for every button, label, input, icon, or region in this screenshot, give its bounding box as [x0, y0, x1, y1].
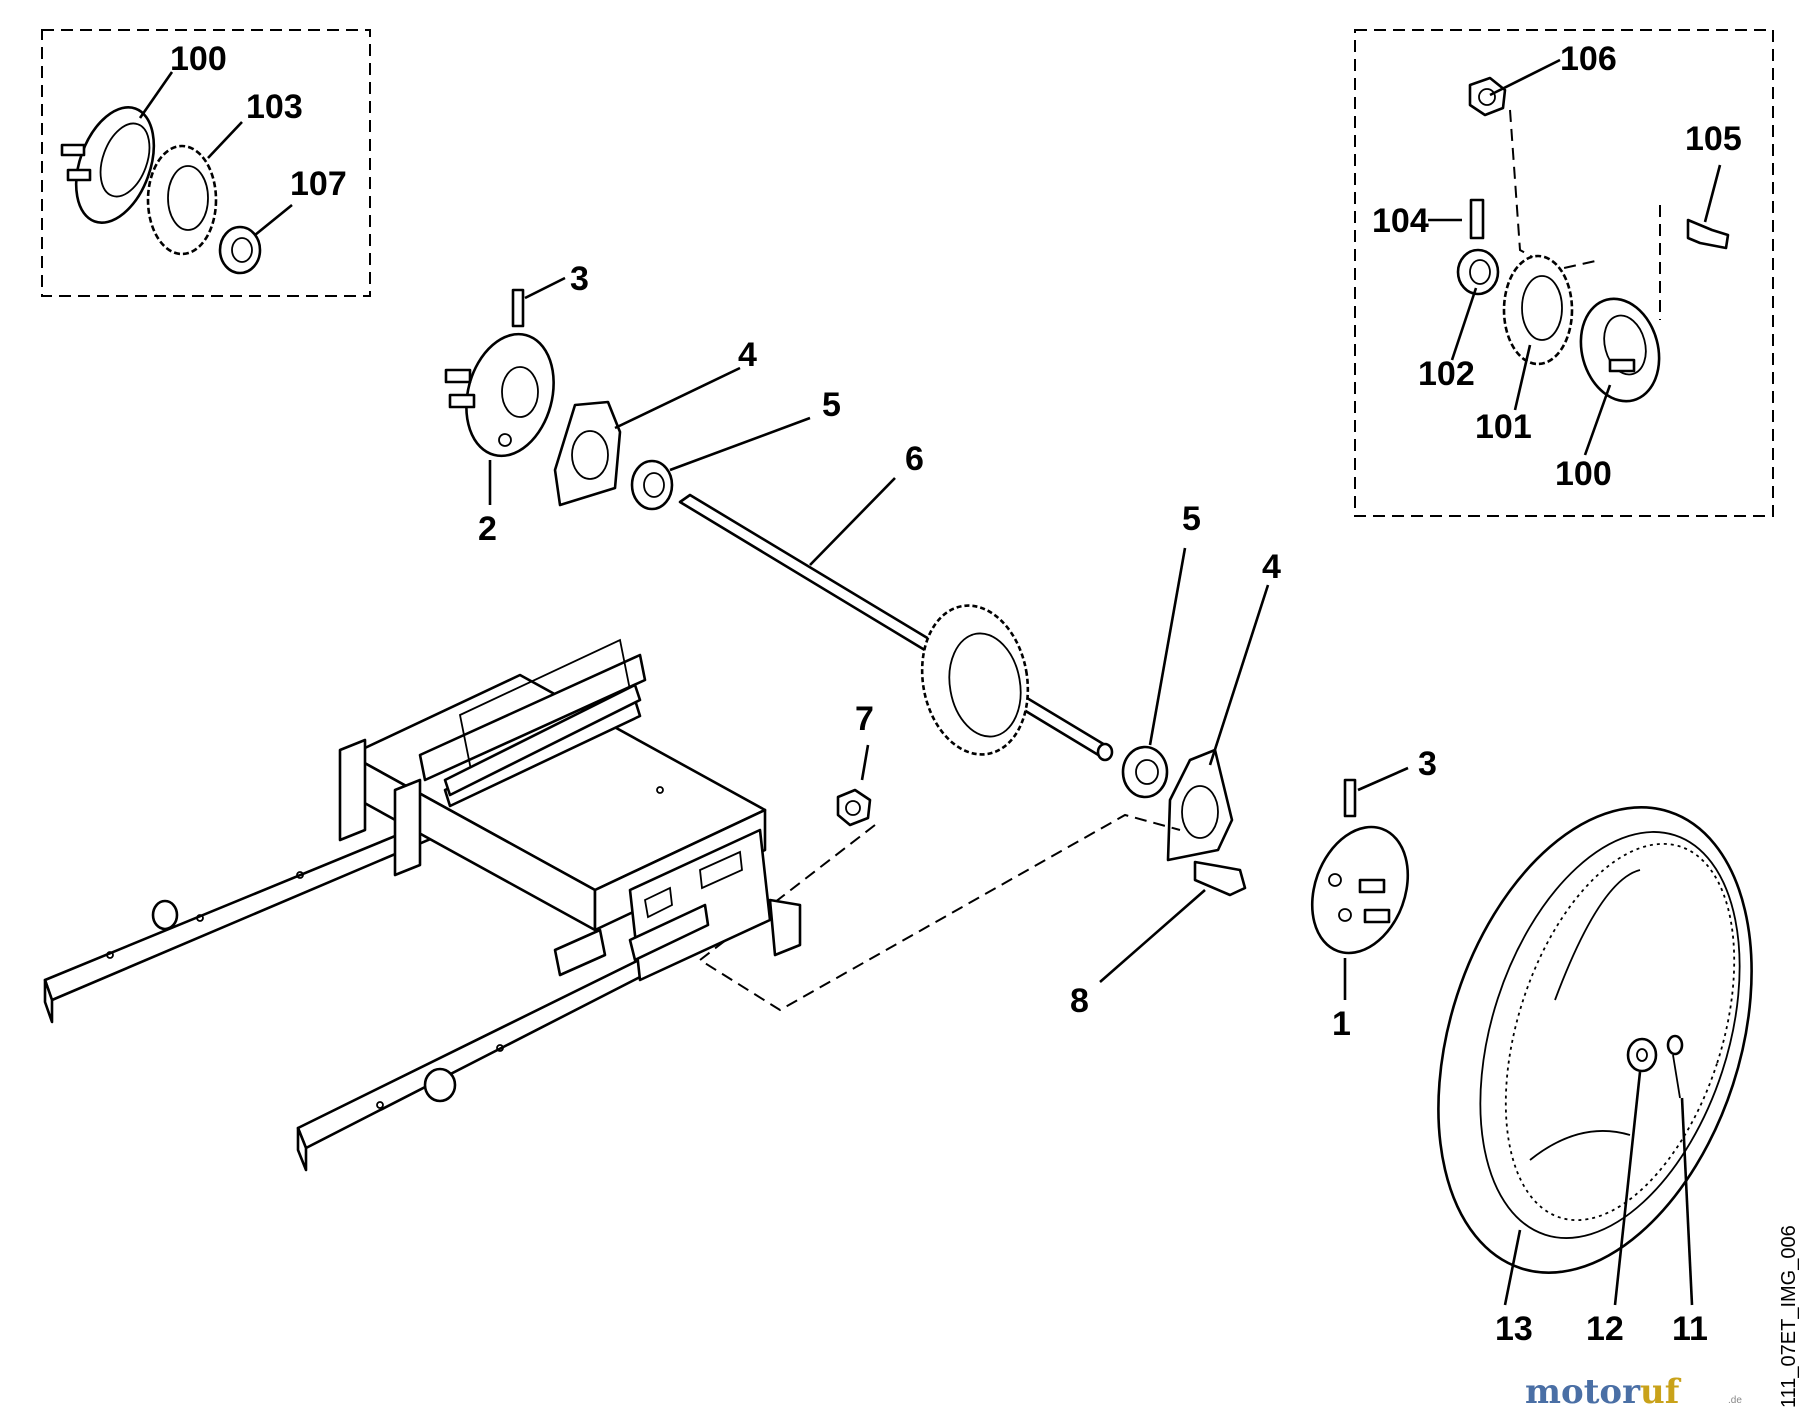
- callout-4-upper: 4: [738, 336, 757, 374]
- axle-sprocket: [920, 604, 1030, 756]
- callout-1: 1: [1332, 1005, 1351, 1043]
- watermark-suffix: .de: [1728, 1395, 1742, 1406]
- inset-box-left: 100 103 107: [41, 29, 371, 297]
- watermark: motor uf .de: [1525, 1372, 1742, 1412]
- nut-106: [1468, 76, 1507, 117]
- callout-5-upper: 5: [822, 386, 841, 424]
- callout-106: 106: [1560, 40, 1617, 78]
- washer-12: [1626, 1037, 1658, 1073]
- cotter-pin-11: [1666, 1034, 1684, 1099]
- wheel-13: [1437, 806, 1753, 1274]
- alignment-line: [698, 813, 1181, 1012]
- sprocket-101: [1502, 254, 1574, 366]
- callout-3-lower: 3: [1418, 745, 1437, 783]
- callout-13: 13: [1495, 1310, 1533, 1348]
- callout-11: 11: [1672, 1310, 1708, 1348]
- inset-box-right: 106 105 104 102 101 100: [1354, 29, 1774, 517]
- bushing-102: [1456, 248, 1500, 296]
- callout-12: 12: [1586, 1310, 1624, 1348]
- bracket-4-lower: [1166, 748, 1234, 862]
- axle-6: [678, 493, 1114, 762]
- bolt-105: [1686, 218, 1730, 250]
- bushing-107: [218, 225, 262, 275]
- callout-7: 7: [855, 700, 874, 738]
- callout-105: 105: [1685, 120, 1742, 158]
- callout-2: 2: [478, 510, 497, 548]
- pin-3-lower: [1343, 778, 1357, 818]
- sprocket-103: [146, 144, 218, 256]
- watermark-part-a: motor: [1525, 1372, 1641, 1412]
- callout-8: 8: [1070, 982, 1089, 1020]
- hub-100-left: [60, 106, 156, 224]
- hub-2: [444, 332, 555, 458]
- callout-6: 6: [905, 440, 924, 478]
- callout-100-right: 100: [1555, 455, 1612, 493]
- bolt-8: [1193, 860, 1247, 897]
- bracket-4-upper: [553, 400, 622, 507]
- callout-101: 101: [1475, 408, 1532, 446]
- drawing-id: 111_07ET_IMG_006: [1778, 1225, 1800, 1408]
- watermark-part-b: uf: [1640, 1372, 1682, 1412]
- chassis-frame: [43, 638, 802, 1172]
- callout-103: 103: [246, 88, 303, 126]
- pin-104: [1469, 198, 1485, 240]
- bearing-5-lower: [1121, 745, 1169, 799]
- callout-104: 104: [1372, 202, 1429, 240]
- bearing-5-upper: [630, 459, 674, 511]
- pin-3-upper: [511, 288, 525, 328]
- callout-100-left: 100: [170, 40, 227, 78]
- callout-5-lower: 5: [1182, 500, 1201, 538]
- callout-102: 102: [1418, 355, 1475, 393]
- callout-3-upper: 3: [570, 260, 589, 298]
- nut-7: [836, 788, 872, 827]
- callout-4-lower: 4: [1262, 548, 1281, 586]
- hub-1: [1310, 825, 1410, 955]
- hub-100-right: [1579, 297, 1661, 403]
- callout-107: 107: [290, 165, 347, 203]
